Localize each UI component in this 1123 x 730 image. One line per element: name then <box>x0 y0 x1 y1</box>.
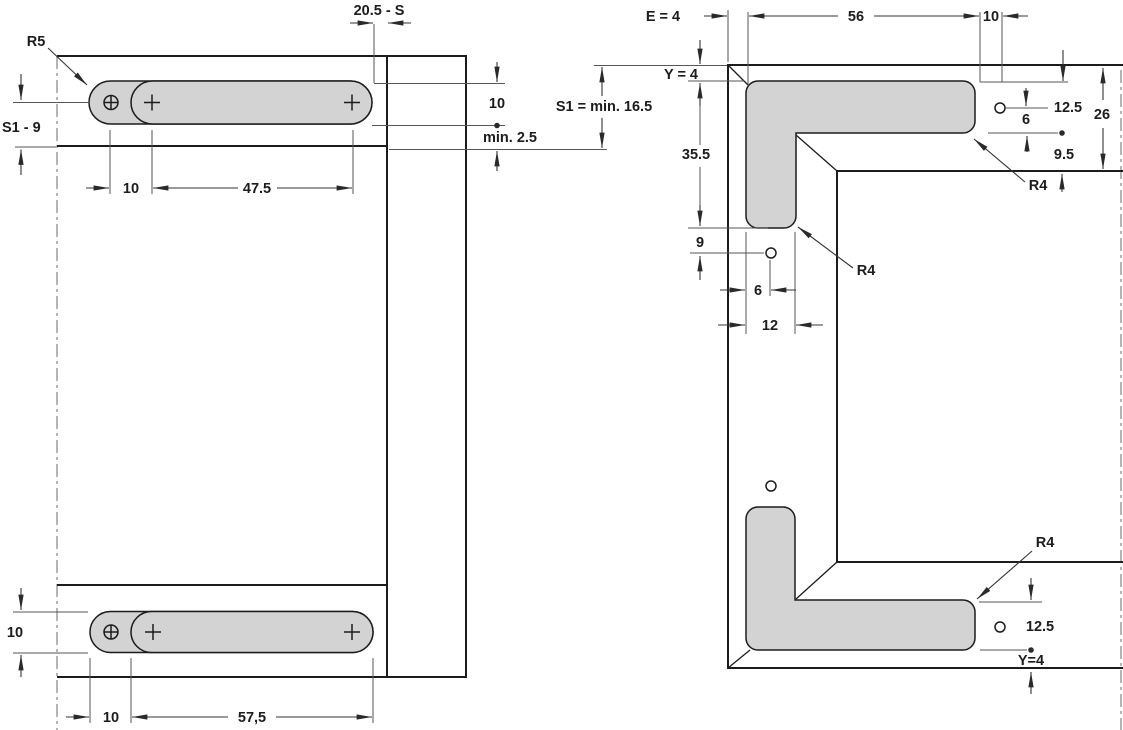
dim-r4-mid-label: R4 <box>857 263 876 279</box>
dim-slot-length-top-label: 47.5 <box>243 181 271 197</box>
left-extension-lines <box>688 80 768 254</box>
dimension-dot <box>494 122 500 129</box>
s1-9-extension-lines <box>13 102 88 148</box>
dim-y-bottom-label: Y=4 <box>1018 653 1044 669</box>
dim-r4-top-label: R4 <box>1029 178 1048 194</box>
dim-35-5-label: 35.5 <box>682 147 710 163</box>
dim-6-left-label: 6 <box>754 283 762 299</box>
dim-9-5-label: 9.5 <box>1054 147 1074 163</box>
screw-hole <box>994 621 1006 633</box>
drill-hole-cross <box>104 95 118 110</box>
dim-56-label: 56 <box>848 9 864 25</box>
r5-leader <box>47 47 88 86</box>
dim-12-5-top-label: 12.5 <box>1054 100 1082 116</box>
bottom-extension-lines <box>979 601 1042 651</box>
top-extension-lines <box>727 10 1003 86</box>
bottom-slot-inner <box>130 610 374 654</box>
dim-12-label: 12 <box>762 318 778 334</box>
width-extension-lines <box>745 232 796 334</box>
bottom-slot-extension-lines <box>13 611 374 723</box>
frame-inner-outline <box>836 170 1123 563</box>
dim-e4-label: E = 4 <box>646 9 680 25</box>
top-l-cutout <box>745 80 976 229</box>
right-extension-lines <box>372 65 727 150</box>
r4-leader <box>976 550 1033 600</box>
screw-hole <box>994 102 1006 114</box>
screw-hole <box>765 247 777 259</box>
top-slot <box>88 80 373 125</box>
dim-slot-width-right-label: 10 <box>489 96 505 112</box>
bottom-slot <box>89 610 374 654</box>
screw-hole <box>765 480 777 492</box>
panel-outline <box>57 55 467 678</box>
top-slot-inner <box>130 80 373 125</box>
dim-s1-min-label: S1 = min. 16.5 <box>556 99 652 115</box>
center-mark <box>144 94 160 111</box>
dim-hole-spacing-top-label: 10 <box>123 181 139 197</box>
dim-hole-spacing-bottom-label: 10 <box>103 710 119 726</box>
right-extension-lines <box>980 81 1068 134</box>
r4-leader <box>797 226 854 269</box>
dimension-dot <box>1028 647 1034 653</box>
dim-9-label: 9 <box>696 235 704 251</box>
frame-outer-outline <box>727 64 1123 669</box>
dim-y-top-label: Y = 4 <box>664 67 698 83</box>
dim-6-right-label: 6 <box>1022 112 1030 128</box>
dim-26-label: 26 <box>1094 107 1110 123</box>
corner-chamfers <box>727 64 838 669</box>
dimension-dot <box>1059 130 1065 136</box>
bottom-l-cutout <box>745 506 976 651</box>
dim-10-label: 10 <box>983 9 999 25</box>
center-mark <box>145 624 161 640</box>
dim-radius-r5-label: R5 <box>27 34 46 50</box>
door-panel-view: R5 S1 - 9 20.5 - S 10 min. 2.5 S1 = min.… <box>2 3 727 730</box>
dim-slot-width-left-label: 10 <box>7 625 23 641</box>
top-slot-extension-lines <box>109 130 354 194</box>
drill-hole-cross <box>104 625 118 639</box>
dim-min-clearance-label: min. 2.5 <box>483 130 537 146</box>
dim-r4-bottom-label: R4 <box>1036 535 1055 551</box>
dim-slot-length-bottom-label: 57,5 <box>238 710 266 726</box>
dim-s1-9-label: S1 - 9 <box>2 120 41 136</box>
center-mark <box>344 94 360 111</box>
dim-12-5-bottom-label: 12.5 <box>1026 619 1054 635</box>
r4-leader <box>973 138 1026 183</box>
frame-corner-view: E = 4 56 10 Y = 4 35.5 9 6 12 12.5 6 9.5 <box>646 9 1123 730</box>
center-mark <box>344 624 360 640</box>
dim-gap-top-label: 20.5 - S <box>354 3 405 19</box>
